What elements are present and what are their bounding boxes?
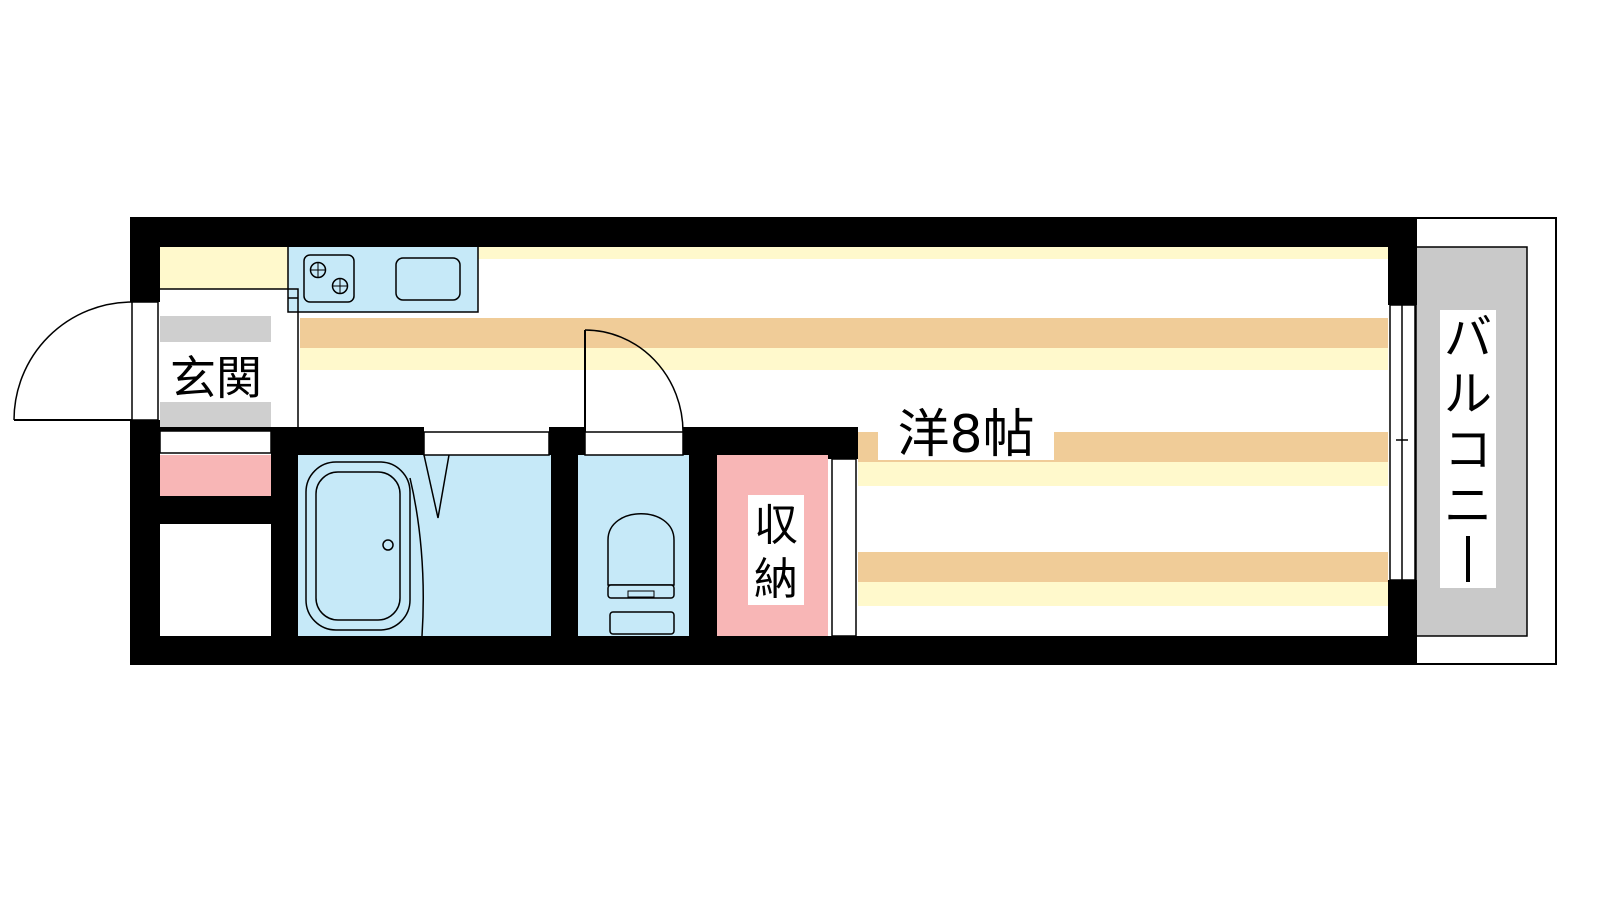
bathtub [305, 461, 424, 637]
entrance-label-bg [162, 350, 270, 400]
balcony-window [1389, 304, 1416, 581]
balcony-char: ニ [1444, 478, 1492, 534]
sink [395, 257, 461, 301]
wall-openings [159, 430, 684, 456]
burner-icon [331, 277, 349, 295]
balcony-char: コ [1444, 422, 1492, 478]
floor-band [858, 462, 1388, 486]
drain-icon [382, 539, 394, 551]
storage-label-2: 納 [754, 554, 798, 605]
balcony-char: バ [1444, 310, 1492, 366]
balcony-char: ル [1444, 366, 1492, 422]
floor-band [858, 552, 1388, 582]
room-label-bg [878, 398, 1054, 460]
western-room-label: 洋8帖 [897, 405, 1034, 465]
entrance-door [13, 301, 159, 421]
bathroom-floor [298, 455, 551, 636]
entrance-label: 玄関 [170, 351, 262, 405]
entrance-partition [160, 288, 299, 428]
toilet-door [584, 329, 684, 433]
toilet [607, 513, 675, 635]
kitchen-floor [160, 247, 288, 289]
storage-label-bg [748, 495, 804, 605]
storage-door [831, 458, 857, 637]
burner-icon [309, 261, 327, 279]
storage-label-1: 収 [754, 500, 798, 551]
floor-band [858, 582, 1388, 606]
kitchen-counter [287, 244, 479, 313]
stove [303, 254, 355, 303]
floor-band [300, 348, 1388, 370]
floor-pattern [160, 247, 1388, 606]
walls [130, 217, 1417, 665]
balcony-char-hidden: ー [1468, 577, 1469, 579]
shoe-box [160, 455, 271, 496]
floor-band [300, 318, 1388, 348]
bath-folding-door [423, 454, 450, 519]
balcony-label: バ ル コ ニ [1444, 310, 1492, 582]
